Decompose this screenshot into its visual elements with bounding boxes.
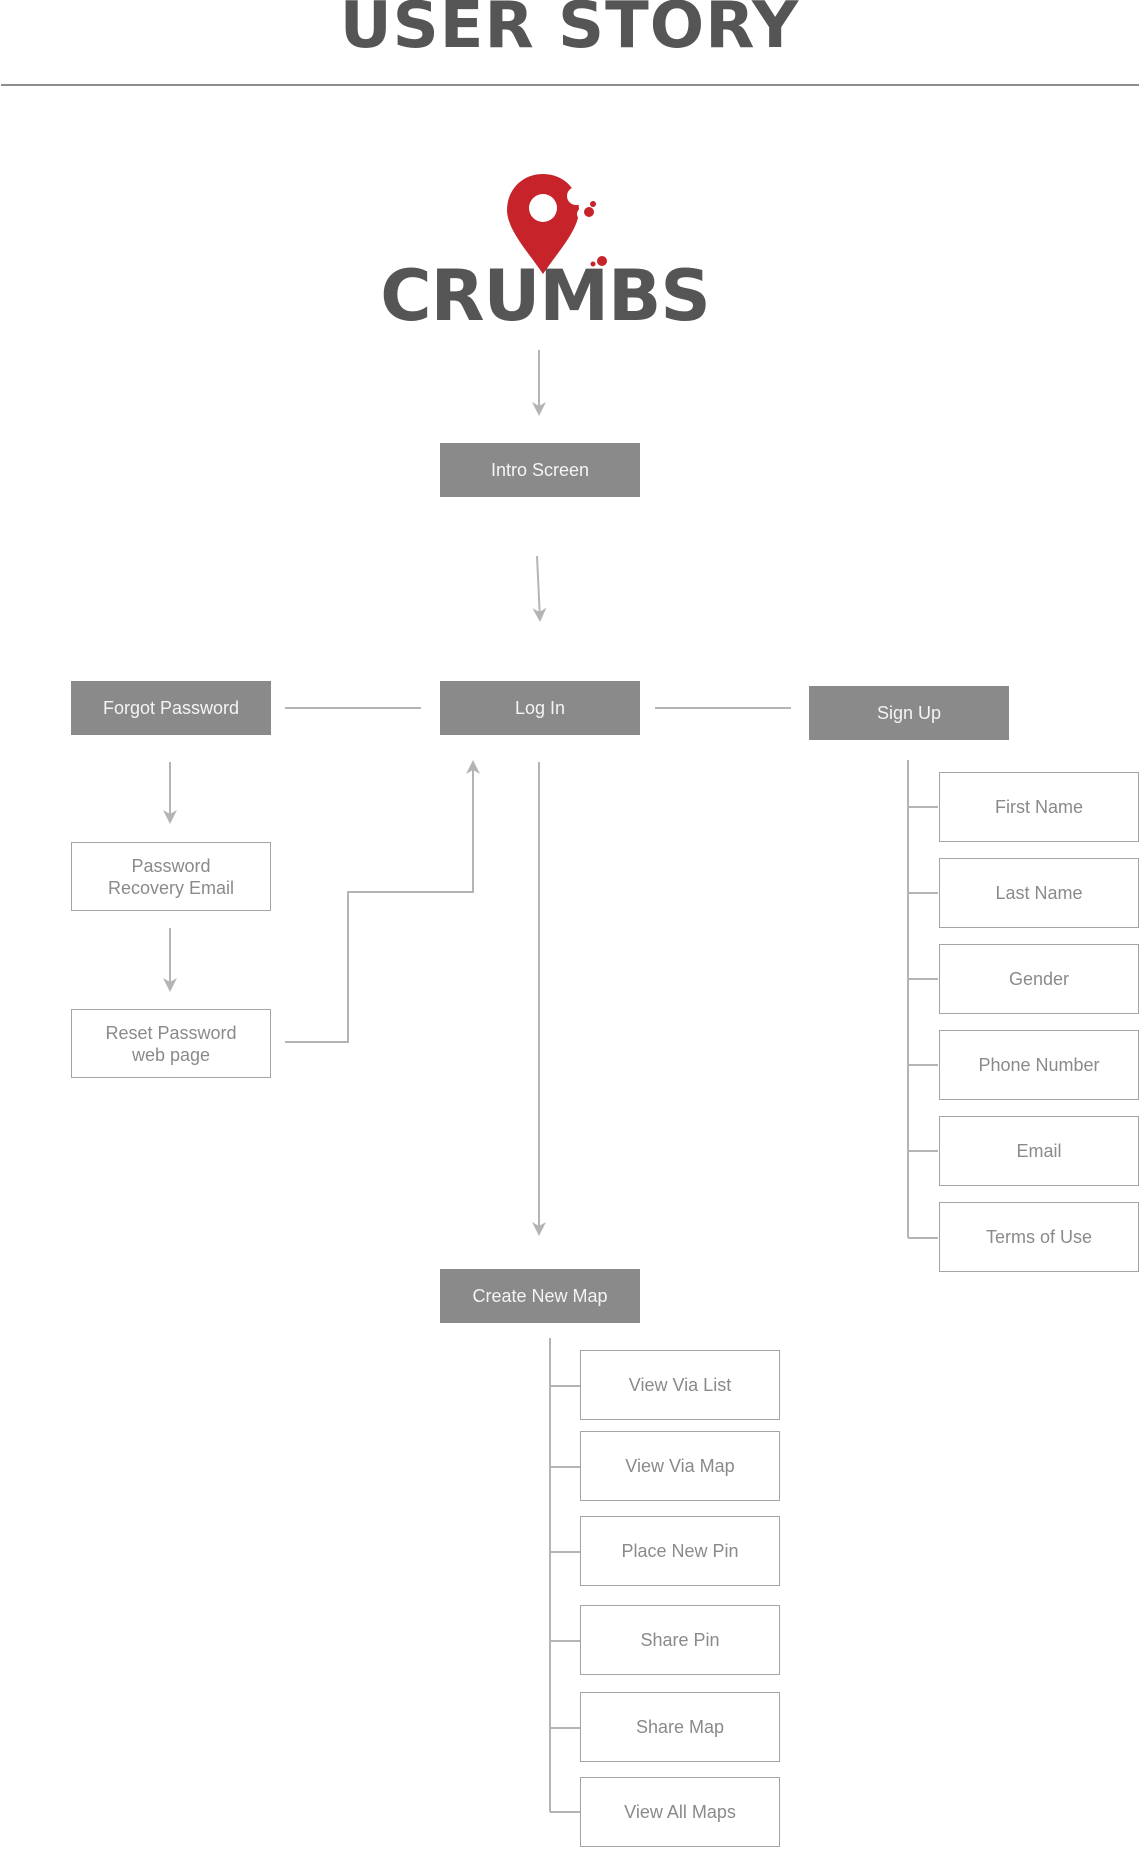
map-action-view-via-map: View Via Map	[580, 1431, 780, 1501]
arrow-intro-to-login	[532, 555, 547, 622]
map-action-share-map: Share Map	[580, 1692, 780, 1762]
signup-field-last-name: Last Name	[939, 858, 1139, 928]
signup-field-email: Email	[939, 1116, 1139, 1186]
node-password-recovery-email: Password Recovery Email	[71, 842, 271, 911]
map-action-share-pin: Share Pin	[580, 1605, 780, 1675]
node-intro-screen: Intro Screen	[440, 443, 640, 497]
node-forgot-password: Forgot Password	[71, 681, 271, 735]
page-title: USER STORY	[339, 0, 800, 63]
signup-field-first-name: First Name	[939, 772, 1139, 842]
signup-field-gender: Gender	[939, 944, 1139, 1014]
crumbs-logo: CRUMBS	[380, 170, 711, 337]
arrow-reset-to-login	[285, 760, 480, 1043]
title-divider	[1, 84, 1139, 86]
logo-wordmark: CRUMBS	[380, 255, 711, 337]
map-action-view-all-maps: View All Maps	[580, 1777, 780, 1847]
signup-field-terms-of-use: Terms of Use	[939, 1202, 1139, 1272]
node-reset-password-page: Reset Password web page	[71, 1009, 271, 1078]
map-action-view-via-list: View Via List	[580, 1350, 780, 1420]
map-action-place-new-pin: Place New Pin	[580, 1516, 780, 1586]
signup-field-phone-number: Phone Number	[939, 1030, 1139, 1100]
node-log-in: Log In	[440, 681, 640, 735]
map-pin-icon	[507, 174, 607, 274]
signup-fields-bracket	[907, 760, 938, 1239]
node-sign-up: Sign Up	[809, 686, 1009, 740]
node-create-new-map: Create New Map	[440, 1269, 640, 1323]
map-actions-bracket	[549, 1338, 580, 1813]
